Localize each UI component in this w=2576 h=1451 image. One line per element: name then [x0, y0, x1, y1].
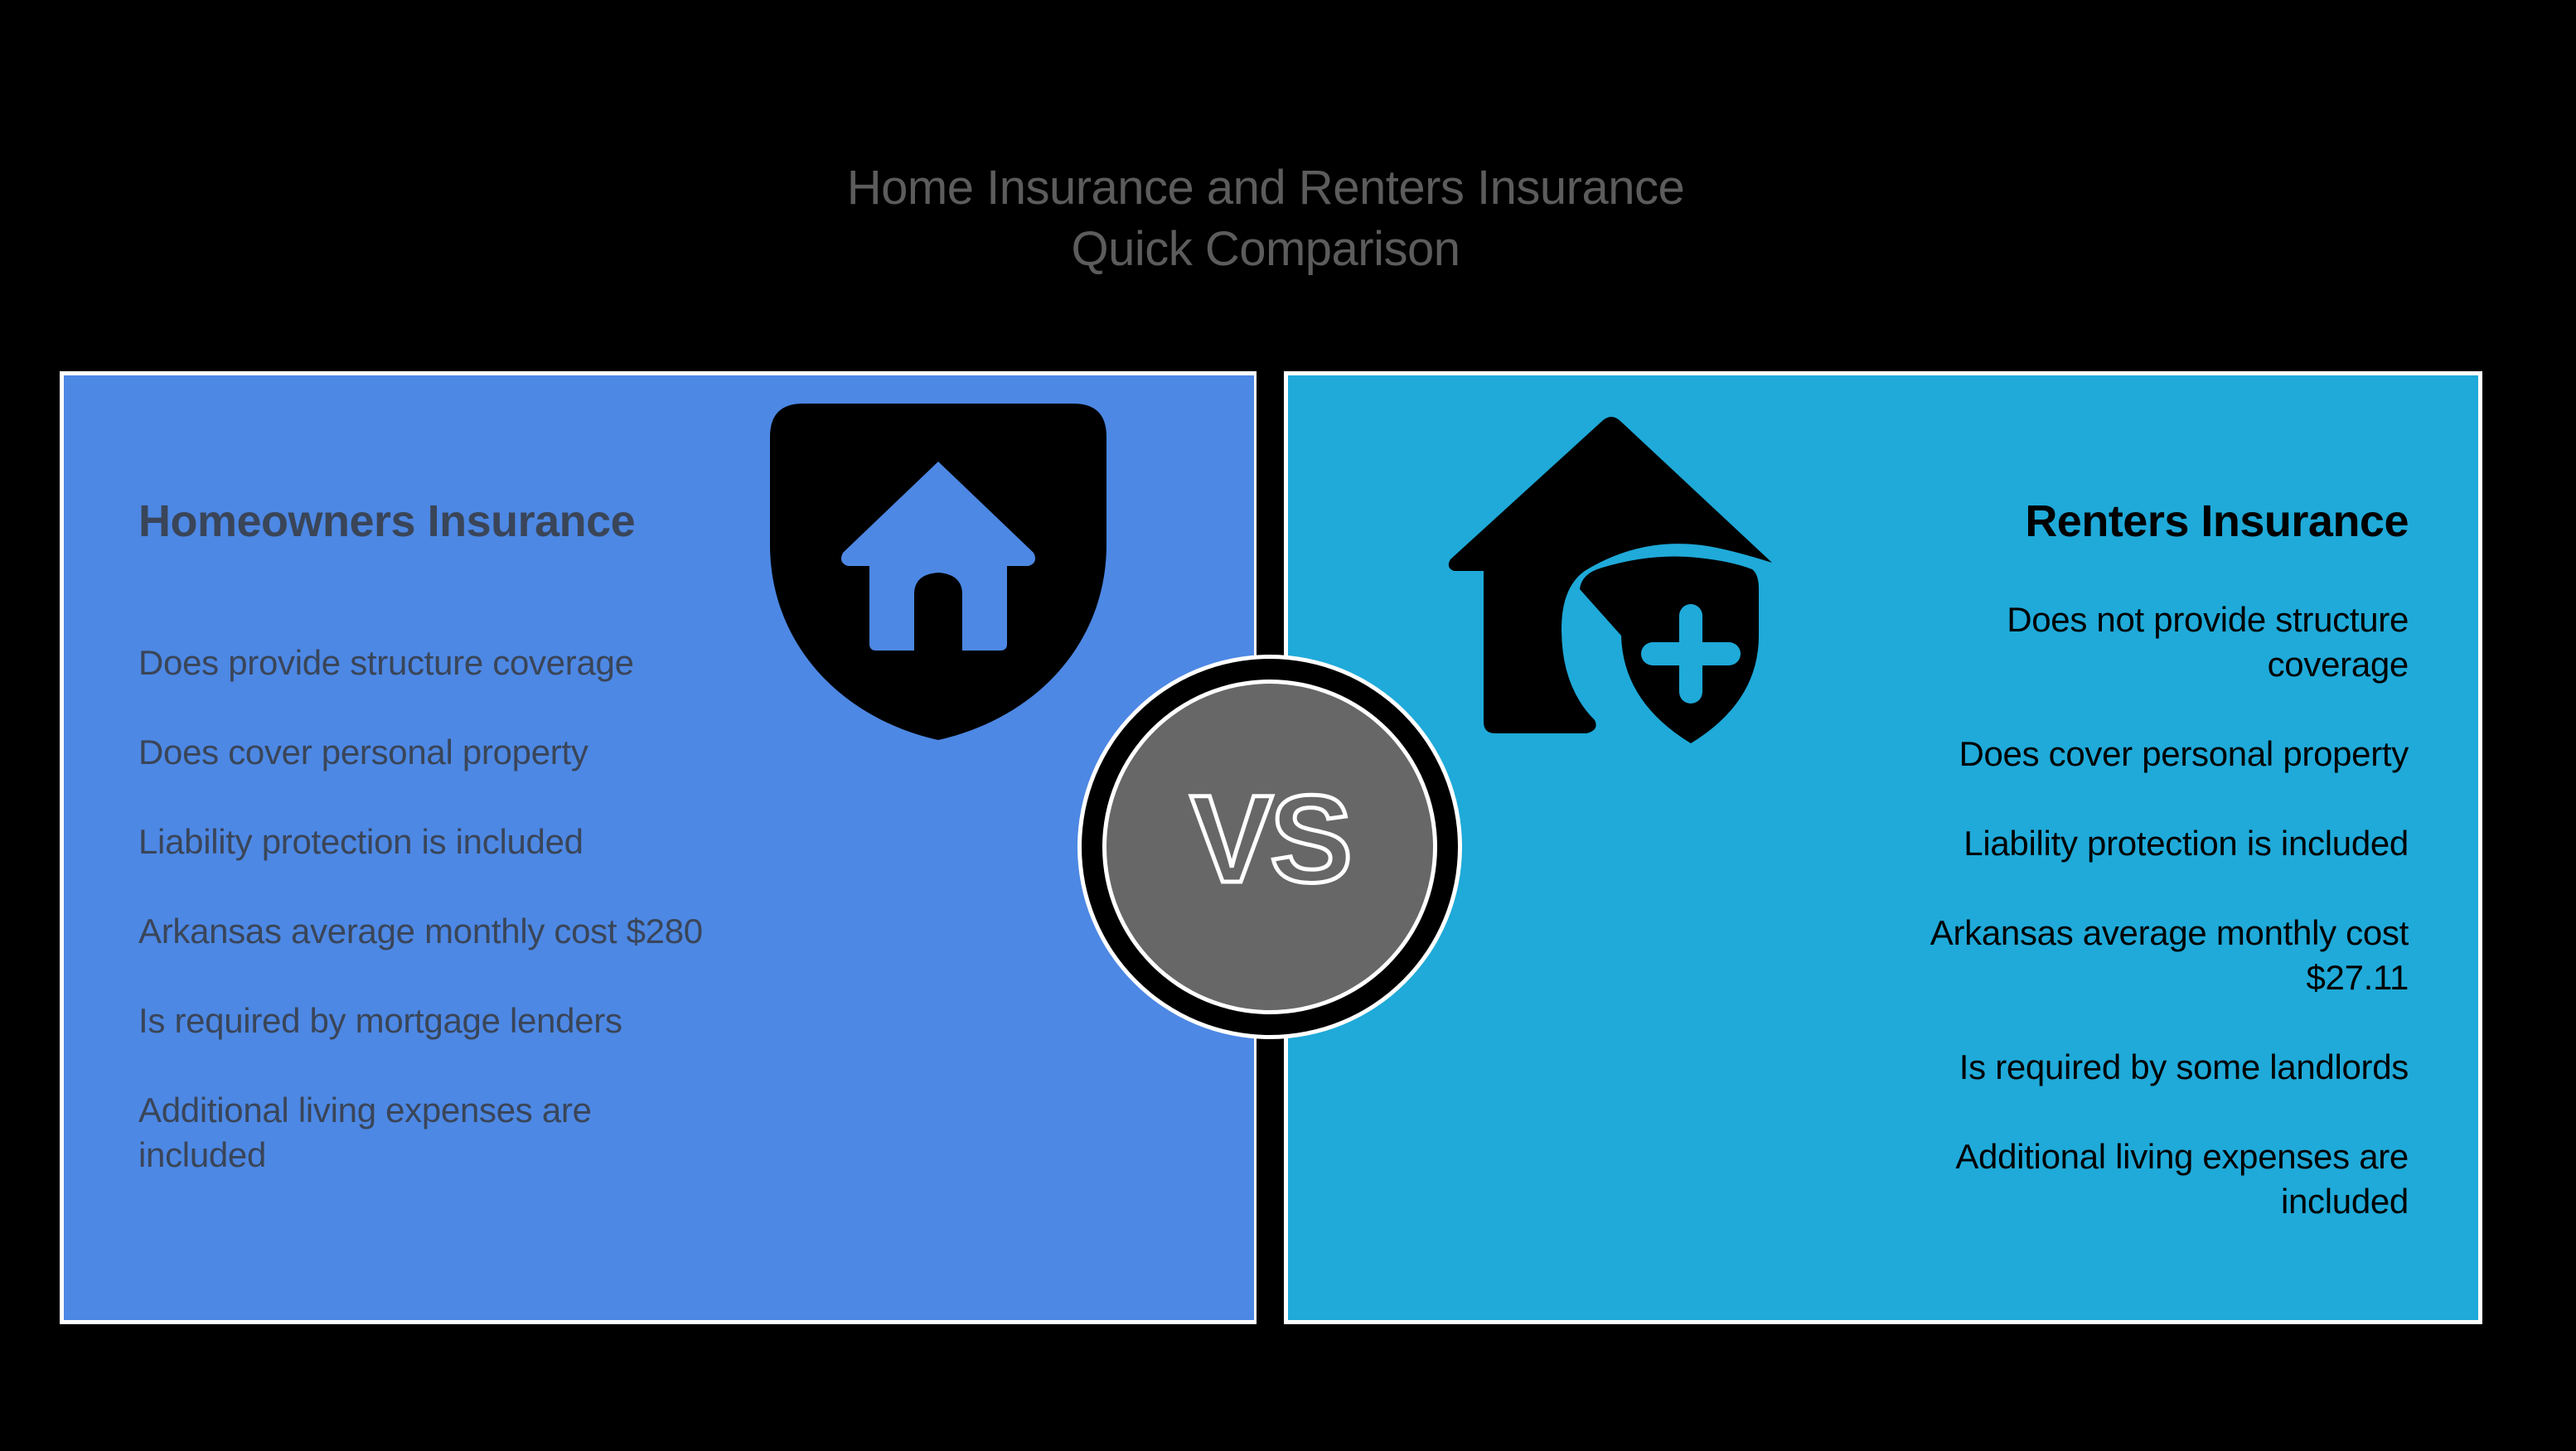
list-item: Is required by mortgage lenders: [138, 1001, 622, 1040]
list-item: Additional living expenses are included: [138, 1091, 592, 1174]
list-item: Arkansas average monthly cost $27.11: [1930, 913, 2409, 997]
page-title: Home Insurance and Renters Insurance Qui…: [0, 157, 2531, 280]
list-item: Additional living expenses are included: [1955, 1137, 2409, 1221]
homeowners-panel: Homeowners Insurance Does provide struct…: [60, 371, 1258, 1324]
list-item: Does cover personal property: [138, 733, 588, 771]
vs-label: VS: [1190, 769, 1349, 908]
list-item: Does provide structure coverage: [138, 643, 634, 682]
list-item: Is required by some landlords: [1959, 1047, 2409, 1086]
title-line-2: Quick Comparison: [1071, 222, 1460, 276]
renters-feature-list: Does not provide structure coverage Does…: [1812, 597, 2409, 1269]
shield-house-icon: [770, 404, 1106, 740]
homeowners-heading: Homeowners Insurance: [138, 496, 636, 546]
title-line-1: Home Insurance and Renters Insurance: [846, 161, 1685, 215]
list-item: Liability protection is included: [1963, 824, 2409, 863]
house-shield-plus-icon: [1448, 417, 1772, 743]
renters-heading: Renters Insurance: [2025, 496, 2409, 546]
vs-badge: VS: [1077, 655, 1462, 1039]
homeowners-feature-list: Does provide structure coverage Does cov…: [138, 641, 785, 1222]
list-item: Liability protection is included: [138, 822, 583, 861]
list-item: Arkansas average monthly cost $280: [138, 912, 703, 950]
list-item: Does not provide structure coverage: [2007, 600, 2409, 684]
renters-panel: Renters Insurance Does not provide struc…: [1284, 371, 2482, 1324]
list-item: Does cover personal property: [1959, 734, 2409, 773]
